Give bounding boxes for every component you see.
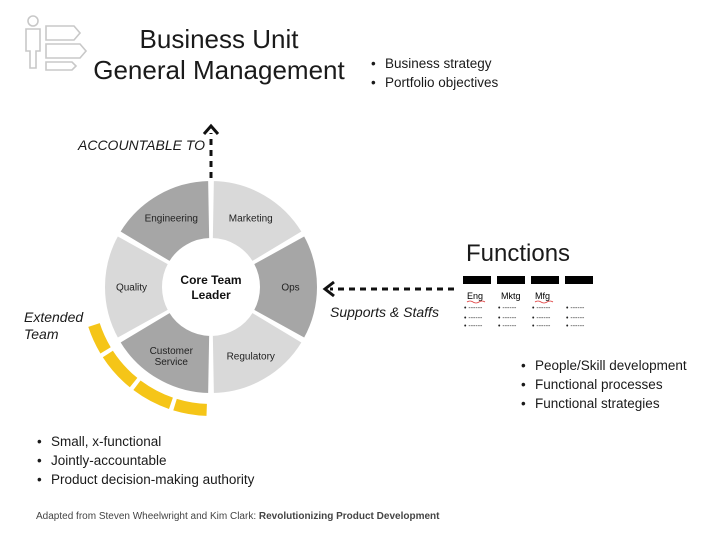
- function-rows: • ------• ------• ------• ------• ------…: [464, 305, 585, 330]
- accountable-arrowhead: [202, 123, 220, 135]
- segment-quality: [103, 233, 171, 341]
- team-bullets: Small, x-functional Jointly-accountable …: [36, 432, 254, 489]
- segment-engineering-label: Engineering: [145, 214, 198, 225]
- strategy-bullets: Business strategy Portfolio objectives: [370, 54, 498, 92]
- source-credit: Adapted from Steven Wheelwright and Kim …: [36, 511, 439, 522]
- bullet-item: Small, x-functional: [36, 432, 254, 451]
- bullet-item: People/Skill development: [520, 356, 687, 375]
- functions-bullets: People/Skill development Functional proc…: [520, 356, 687, 413]
- function-col-eng: Eng: [467, 291, 483, 301]
- function-row-placeholder: • ------: [566, 323, 585, 330]
- function-header-bar: [463, 276, 491, 284]
- function-row-placeholder: • ------: [464, 315, 483, 322]
- function-col-mktg: Mktg: [501, 291, 521, 301]
- function-row-placeholder: • ------: [532, 305, 551, 312]
- function-row-placeholder: • ------: [464, 305, 483, 312]
- segment-marketing-label: Marketing: [229, 214, 273, 225]
- bullet-item: Functional strategies: [520, 394, 687, 413]
- credit-prefix: Adapted from Steven Wheelwright and Kim …: [36, 511, 259, 522]
- segment-regulatory-label: Regulatory: [227, 351, 275, 362]
- function-row-placeholder: • ------: [498, 305, 517, 312]
- core-team-label: Core Team: [180, 273, 241, 287]
- function-header-bar: [497, 276, 525, 284]
- supports-arrowhead: [322, 280, 335, 298]
- extended-team-arc-segment: [102, 350, 138, 388]
- functions-table: Eng Mktg Mfg • ------• ------• ------• -…: [463, 276, 593, 330]
- title-line-2: General Management: [93, 55, 345, 85]
- bullet-item: Business strategy: [370, 54, 498, 73]
- extended-team-line-1: Extended: [24, 309, 84, 325]
- supports-label: Supports & Staffs: [330, 304, 439, 320]
- function-row-placeholder: • ------: [498, 315, 517, 322]
- segment-regulatory: [210, 310, 305, 396]
- function-row-placeholder: • ------: [532, 315, 551, 322]
- page-title: Business Unit General Management: [84, 24, 354, 86]
- bullet-item: Portfolio objectives: [370, 73, 498, 92]
- extended-team-arc-segment: [133, 380, 173, 409]
- function-col-mfg: Mfg: [535, 291, 550, 301]
- function-header-bar: [565, 276, 593, 284]
- bullet-item: Product decision-making authority: [36, 470, 254, 489]
- function-row-placeholder: • ------: [566, 305, 585, 312]
- spellcheck-underline: [534, 300, 554, 304]
- extended-team-label: Extended Team: [24, 309, 83, 343]
- segment-ops: [251, 233, 319, 341]
- segment-customer-service: [117, 310, 212, 396]
- function-header-bar: [531, 276, 559, 284]
- segment-quality-label: Quality: [116, 283, 147, 294]
- spellcheck-underline: [466, 300, 486, 304]
- functions-title: Functions: [466, 240, 571, 267]
- function-row-placeholder: • ------: [498, 323, 517, 330]
- leader-label: Leader: [191, 288, 231, 302]
- bullet-item: Functional processes: [520, 375, 687, 394]
- extended-team-arc: [88, 323, 207, 416]
- extended-team-arc-segment: [88, 323, 111, 354]
- extended-team-line-2: Team: [24, 326, 59, 342]
- function-row-placeholder: • ------: [532, 323, 551, 330]
- credit-book-title: Revolutionizing Product Development: [258, 511, 440, 522]
- core-team-leader-circle: [165, 241, 257, 333]
- bullet-item: Jointly-accountable: [36, 451, 254, 470]
- segment-ops-label: Ops: [281, 283, 299, 294]
- segment-marketing: [210, 178, 305, 264]
- function-row-placeholder: • ------: [566, 315, 585, 322]
- title-line-1: Business Unit: [139, 24, 299, 54]
- org-flow-icon: [25, 15, 88, 71]
- extended-team-arc-segment: [173, 398, 207, 416]
- function-row-placeholder: • ------: [464, 323, 483, 330]
- accountable-label: ACCOUNTABLE TO: [78, 137, 206, 153]
- segment-engineering: [117, 178, 212, 264]
